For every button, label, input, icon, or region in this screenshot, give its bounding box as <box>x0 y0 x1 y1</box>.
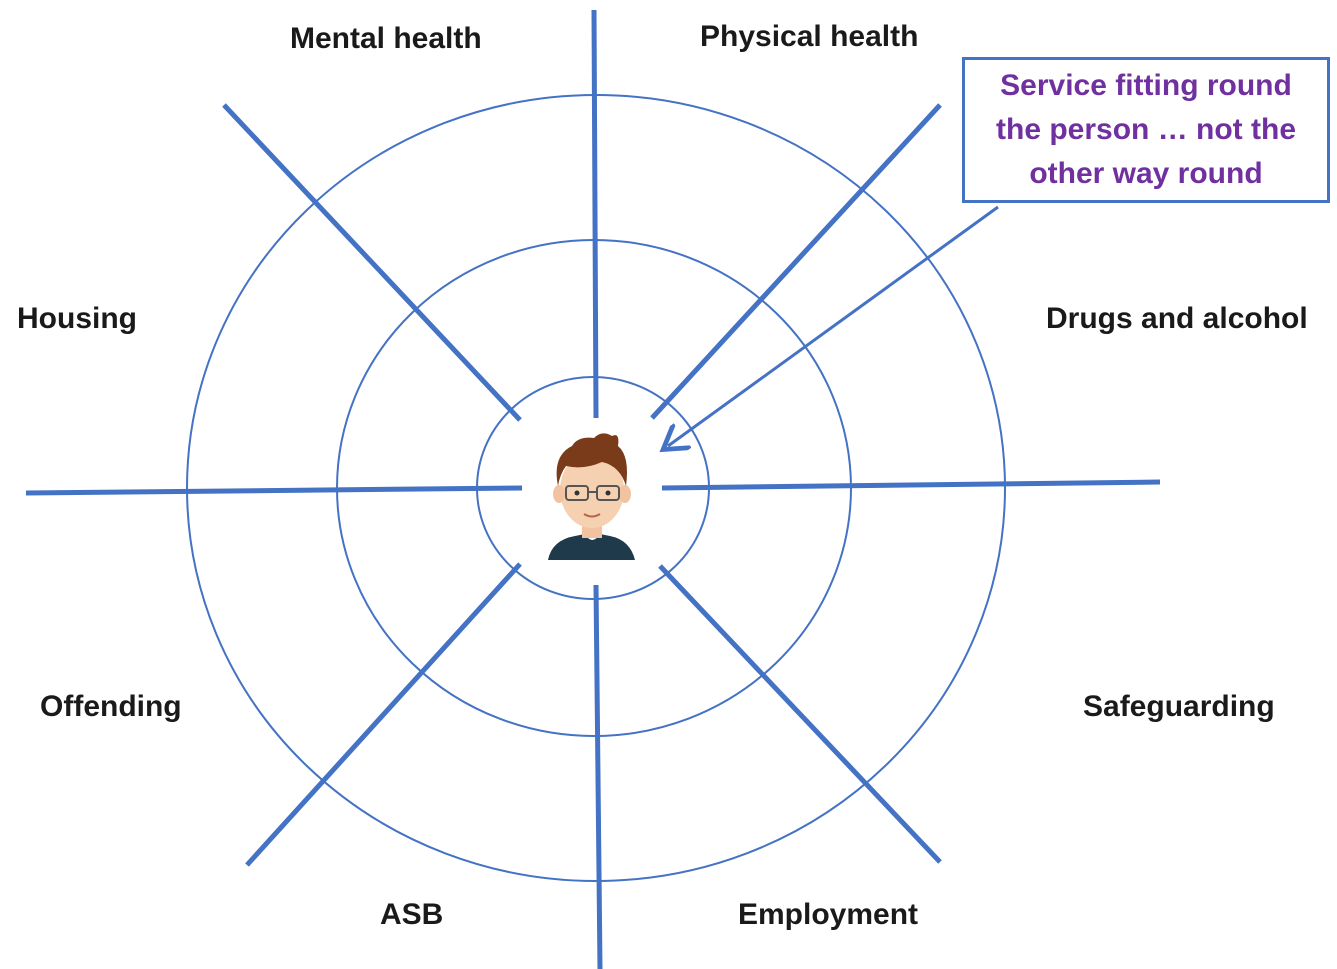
label-mental-health: Mental health <box>290 22 482 55</box>
person-avatar-icon <box>545 430 641 568</box>
label-offending: Offending <box>40 690 182 723</box>
spoke-east <box>661 479 1161 491</box>
callout-arrow <box>668 205 999 446</box>
label-asb: ASB <box>380 898 444 931</box>
label-employment: Employment <box>738 898 919 931</box>
callout-text: Service fitting round the person … not t… <box>996 69 1296 190</box>
callout-box: Service fitting round the person … not t… <box>962 57 1330 203</box>
spoke-north-west <box>222 103 522 422</box>
label-housing: Housing <box>17 302 137 335</box>
label-drugs-and-alcohol: Drugs and alcohol <box>1046 302 1308 335</box>
spoke-north-east <box>650 103 942 420</box>
spoke-north <box>591 9 599 419</box>
spoke-south-west <box>245 562 522 867</box>
label-safeguarding: Safeguarding <box>1083 690 1275 723</box>
spoke-south <box>593 584 603 969</box>
spoke-west <box>25 485 523 496</box>
label-physical-health: Physical health <box>700 20 919 53</box>
spoke-south-east <box>658 564 942 864</box>
